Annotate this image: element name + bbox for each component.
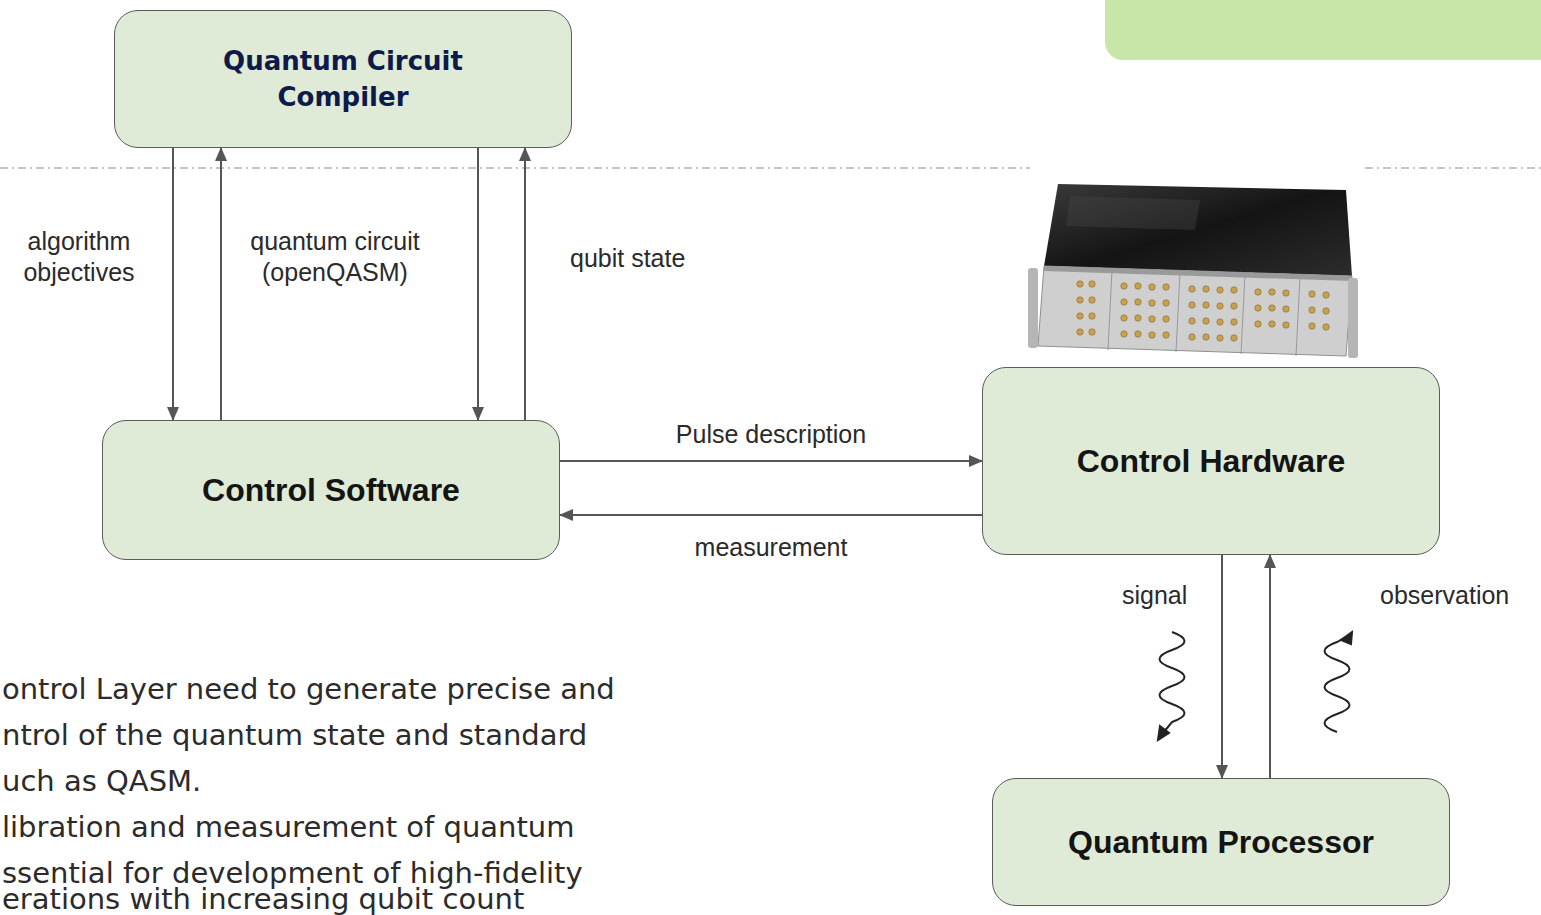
flow-arrow (560, 514, 982, 516)
arrow-label: observation (1380, 580, 1509, 611)
body-text: erations with increasing qubit count (2, 882, 524, 915)
cropped-panel (1105, 0, 1541, 60)
body-text: ontrol Layer need to generate precise an… (2, 672, 615, 707)
box-title: Quantum Circuit Compiler (193, 43, 493, 116)
flow-arrow (172, 148, 174, 420)
signal-wave (1158, 632, 1185, 740)
separator-line (1365, 167, 1541, 168)
control-hardware-photo (1028, 175, 1365, 365)
flow-arrow (1269, 555, 1271, 778)
separator-line (0, 167, 1030, 168)
process-box: Control Hardware (982, 367, 1440, 555)
edge-label: measurement (692, 533, 851, 562)
flow-arrow (1221, 555, 1223, 778)
box-text-group: Control Hardware (1077, 442, 1345, 480)
body-text: ntrol of the quantum state and standard (2, 718, 587, 753)
body-text: uch as QASM. (2, 764, 201, 799)
box-title: Control Software (202, 471, 460, 509)
box-text-group: Quantum Circuit Compiler (193, 43, 493, 116)
box-title: Control Hardware (1077, 442, 1345, 480)
flow-arrow (477, 148, 479, 420)
flow-arrow (220, 148, 222, 420)
arrow-label: algorithm objectives (4, 226, 154, 289)
body-text: libration and measurement of quantum (2, 810, 574, 845)
observation-wave (1325, 632, 1353, 732)
process-box: Control Software (102, 420, 560, 560)
arrow-label: qubit state (570, 243, 685, 274)
box-title: Quantum Processor (1068, 823, 1374, 861)
box-text-group: Quantum Processor (1068, 823, 1374, 861)
arrow-label: quantum circuit (openQASM) (250, 226, 420, 289)
flow-arrow (560, 460, 982, 462)
edge-label: Pulse description (673, 420, 869, 449)
box-text-group: Control Software (202, 471, 460, 509)
flow-arrow (524, 148, 526, 420)
process-box: Quantum Circuit Compiler (114, 10, 572, 148)
process-box: Quantum Processor (992, 778, 1450, 906)
arrow-label: signal (1122, 580, 1187, 611)
